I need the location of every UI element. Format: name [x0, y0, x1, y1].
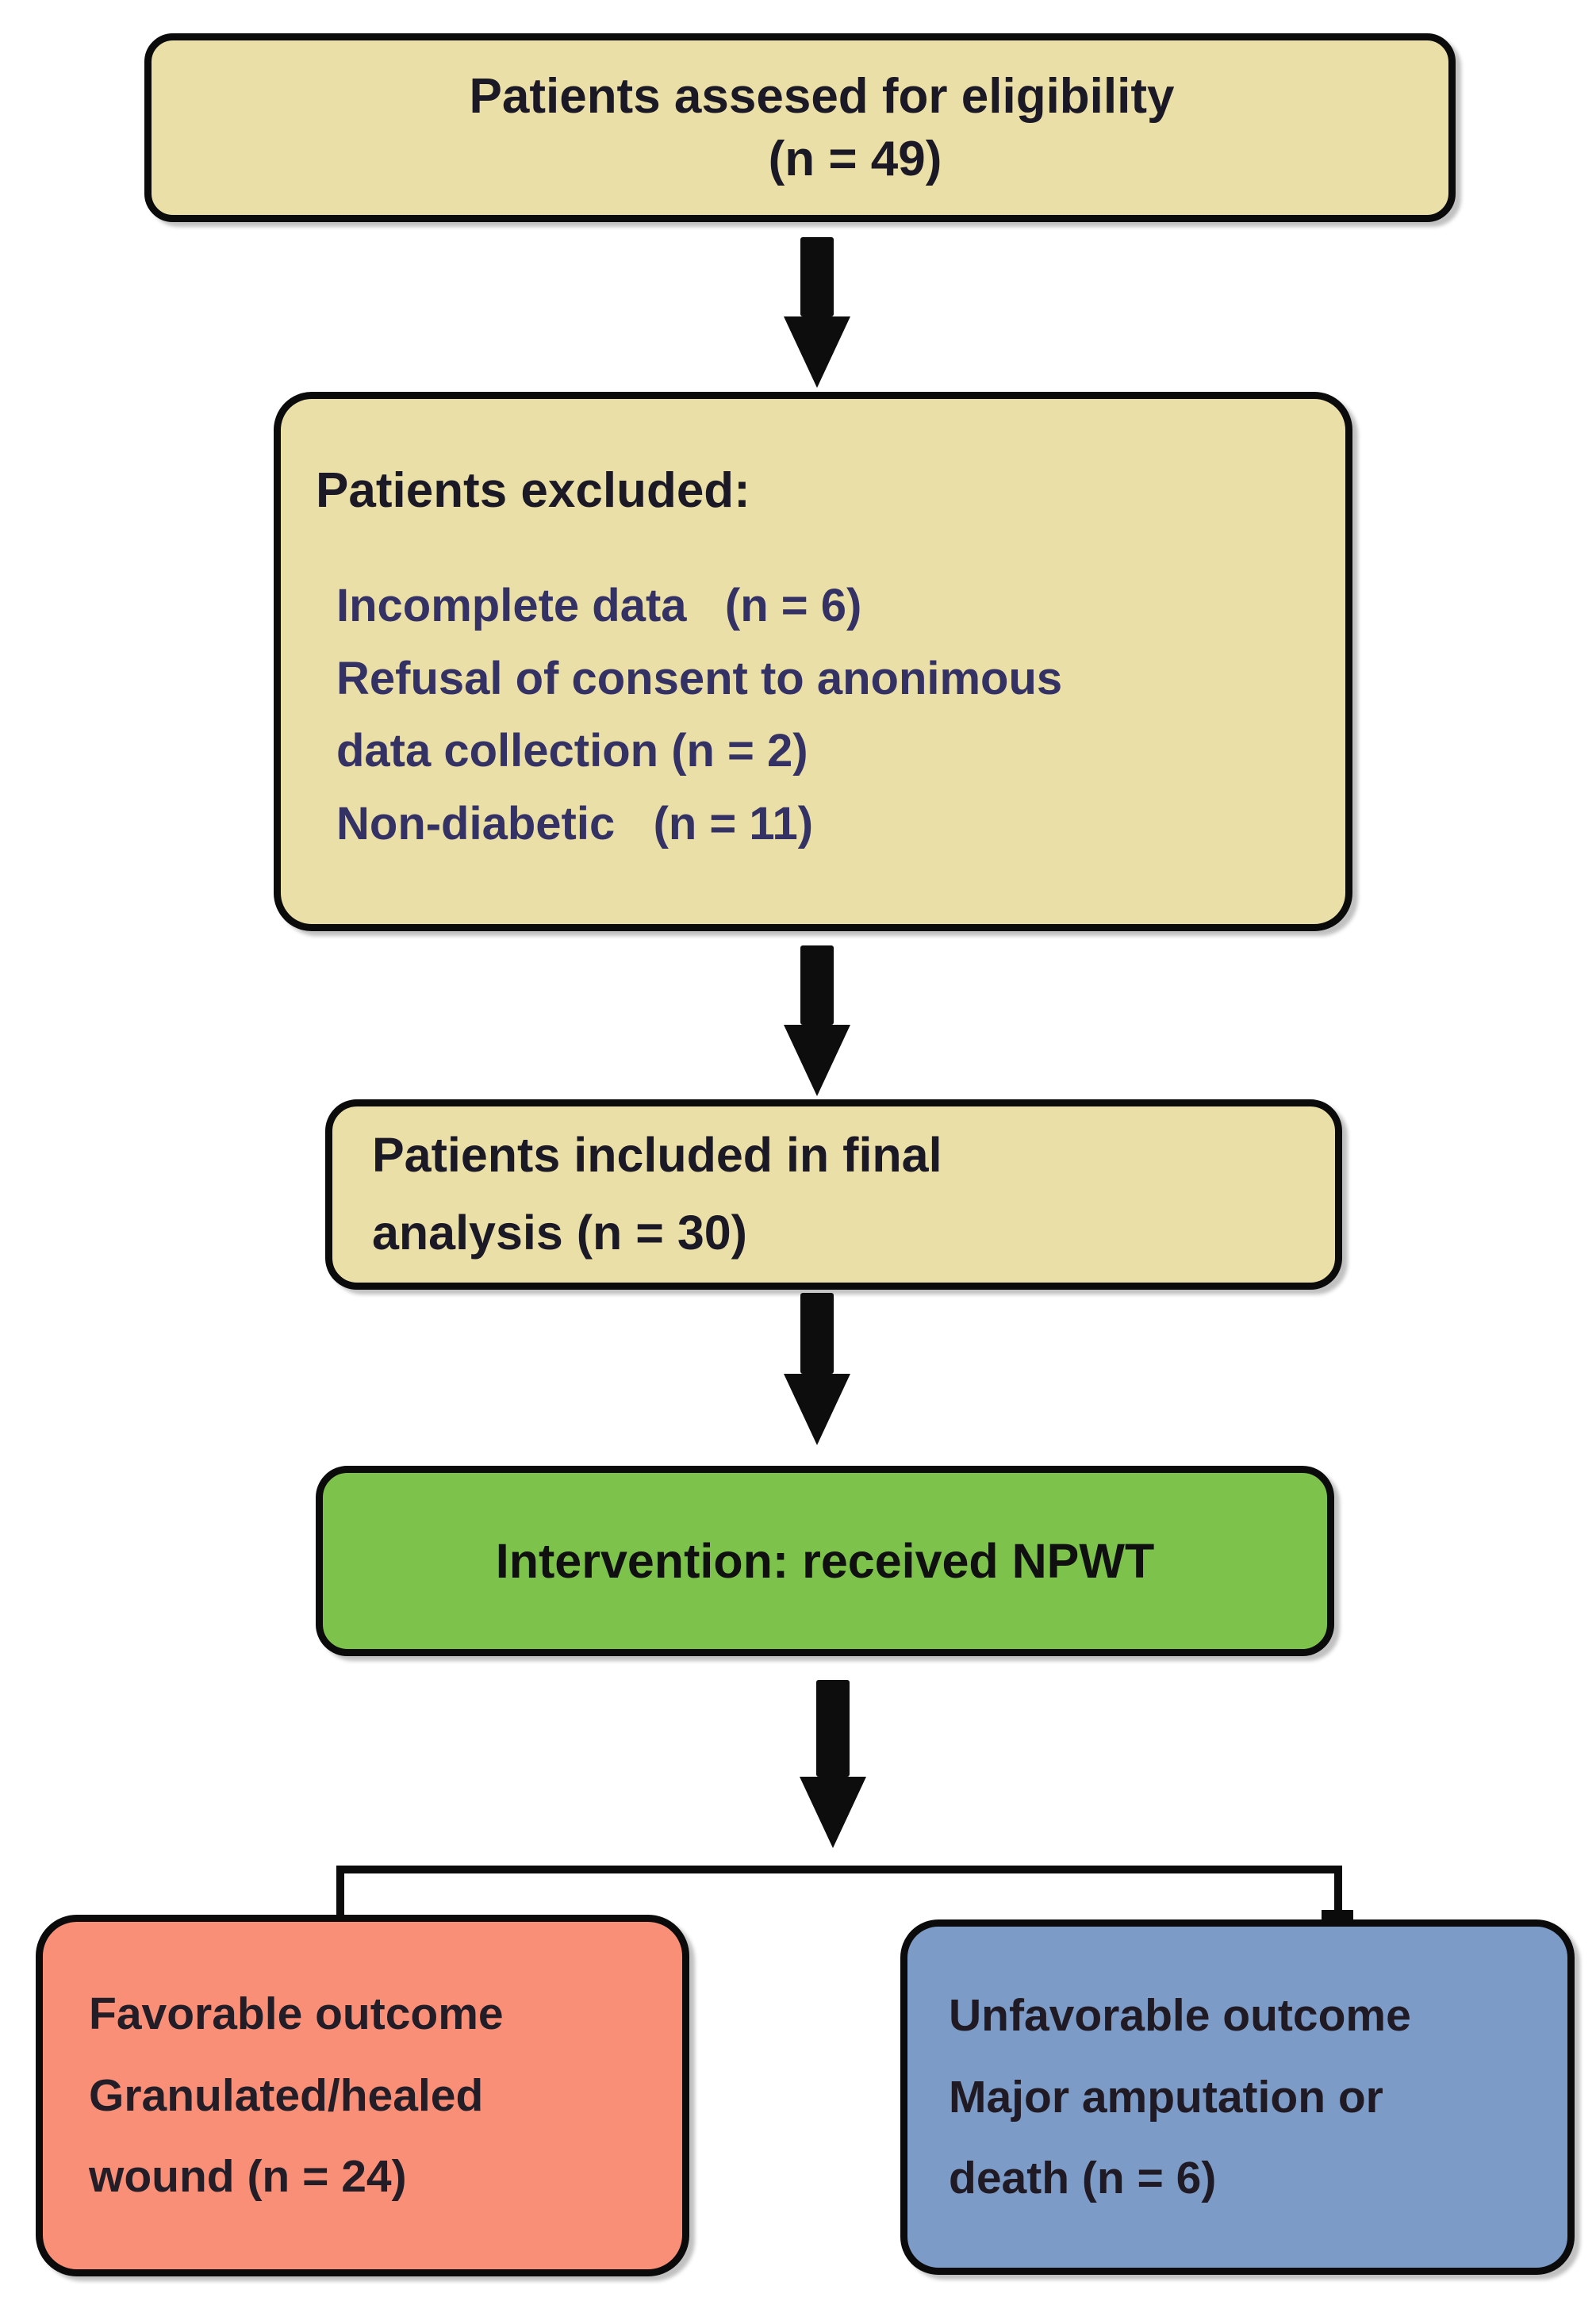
arrow-shaft [816, 1680, 850, 1777]
included-line1: Patients included in final [372, 1128, 942, 1183]
excluded-item-refusal-line1: Refusal of consent to anonimous [336, 652, 1063, 704]
favorable-line3: wound (n = 24) [89, 2151, 407, 2203]
down-arrow-icon [784, 945, 850, 1096]
favorable-line1: Favorable outcome [89, 1988, 504, 2040]
eligibility-line2: (n = 49) [768, 132, 942, 186]
eligibility-line1: Patients assesed for eligibility [469, 68, 1175, 124]
box-intervention-npwt: Intervention: received NPWT [316, 1466, 1334, 1656]
arrow-shaft [800, 237, 834, 316]
arrow-shaft [800, 1293, 834, 1374]
unfavorable-line2: Major amputation or [949, 2071, 1383, 2123]
branch-connector-left-drop [336, 1866, 344, 1918]
unfavorable-line1: Unfavorable outcome [949, 1990, 1411, 2042]
excluded-item-incomplete-data: Incomplete data (n = 6) [336, 580, 862, 631]
arrow-head [784, 316, 850, 388]
down-arrow-icon [784, 237, 850, 388]
down-arrow-icon [800, 1680, 866, 1848]
down-arrow-icon [784, 1293, 850, 1445]
excluded-item-non-diabetic: Non-diabetic (n = 11) [336, 797, 814, 849]
box-favorable-outcome: Favorable outcome Granulated/healed woun… [36, 1915, 689, 2276]
box-excluded: Patients excluded: Incomplete data (n = … [274, 392, 1352, 931]
arrow-head [800, 1777, 866, 1848]
branch-connector-right-drop [1334, 1866, 1342, 1926]
unfavorable-line3: death (n = 6) [949, 2153, 1217, 2204]
intervention-label: Intervention: received NPWT [495, 1534, 1155, 1588]
favorable-line2: Granulated/healed [89, 2069, 484, 2121]
box-included-final-analysis: Patients included in final analysis (n =… [325, 1099, 1342, 1290]
excluded-heading: Patients excluded: [316, 463, 750, 518]
branch-connector-horizontal [336, 1866, 1342, 1873]
box-eligibility: Patients assesed for eligibility (n = 49… [144, 33, 1456, 222]
arrow-head [784, 1025, 850, 1096]
box-unfavorable-outcome: Unfavorable outcome Major amputation or … [900, 1919, 1575, 2275]
excluded-items: Incomplete data (n = 6) Refusal of conse… [316, 569, 1322, 861]
arrow-shaft [800, 945, 834, 1025]
arrow-head [784, 1374, 850, 1445]
included-line2: analysis (n = 30) [372, 1206, 747, 1260]
excluded-item-refusal-line2: data collection (n = 2) [336, 725, 808, 777]
